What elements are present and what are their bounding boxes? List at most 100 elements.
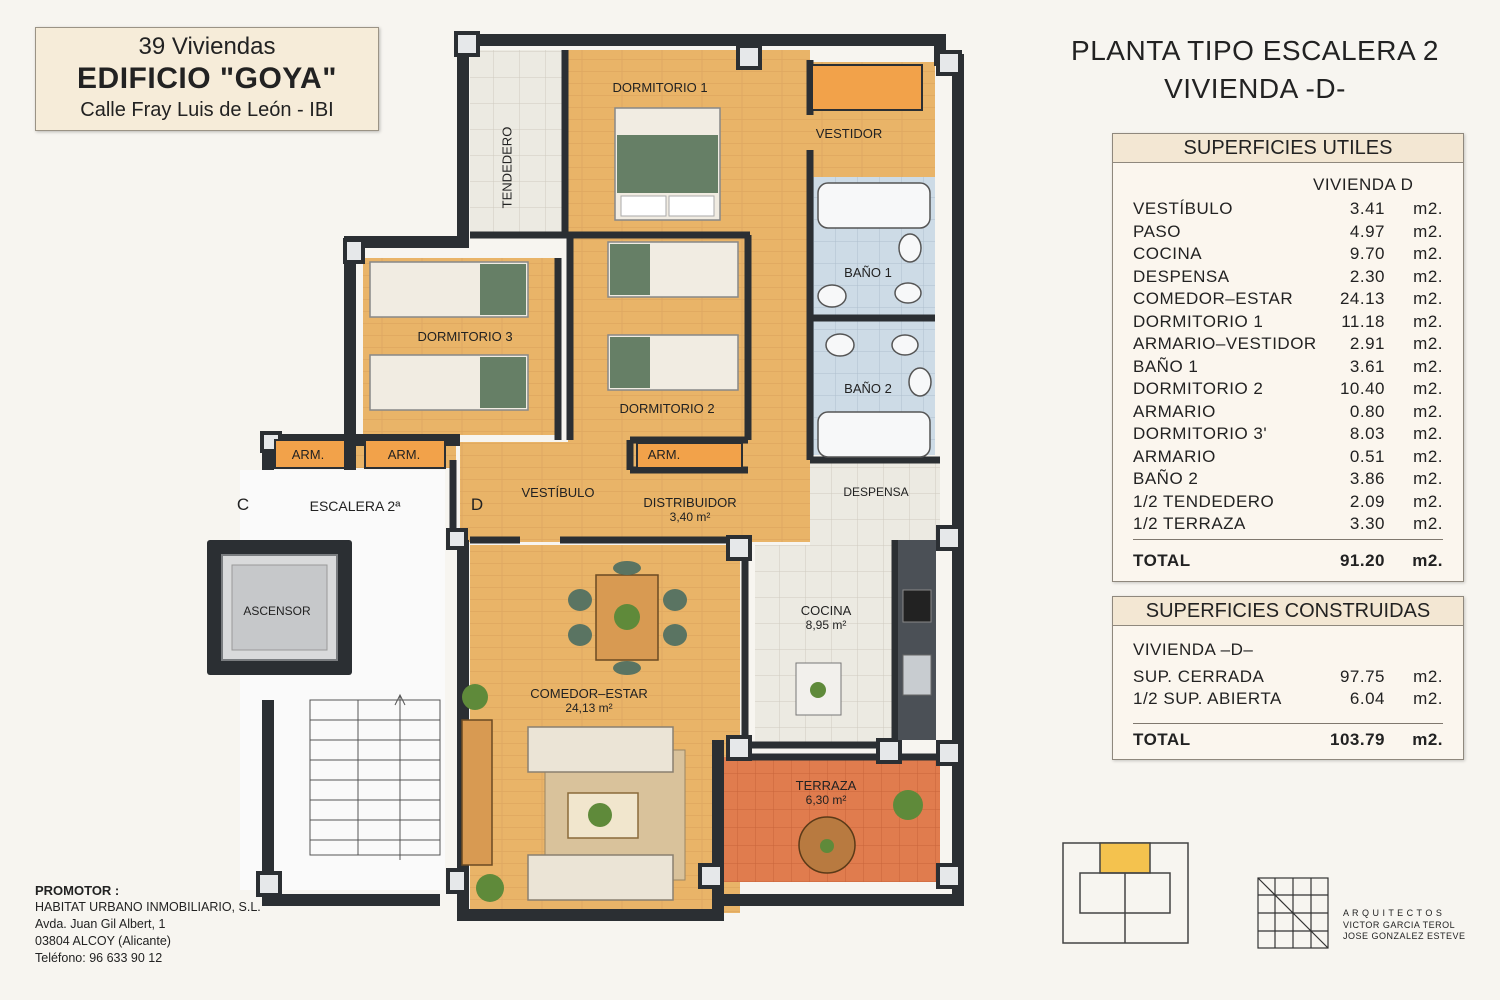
superficie-row-value: 3.86 — [1349, 469, 1385, 488]
superficie-row-name: ARMARIO — [1133, 446, 1216, 466]
interior-walls — [449, 50, 958, 761]
distribuidor-area: 3,40 m² — [669, 510, 711, 524]
distribuidor-name: DISTRIBUIDOR — [643, 495, 737, 510]
superficies-utiles-title: SUPERFICIES UTILES — [1113, 134, 1463, 163]
label-dormitorio3: DORMITORIO 3 — [417, 329, 513, 344]
superficie-row-name: 1/2 TENDEDERO — [1133, 491, 1275, 511]
superficie-row-name: ARMARIO — [1133, 401, 1216, 421]
construidas-total-unit: m2. — [1412, 730, 1443, 749]
construidas-subtitle-text: VIVIENDA –D– — [1133, 640, 1254, 659]
superficie-row-unit: m2. — [1413, 356, 1443, 376]
label-arm1: ARM. — [291, 447, 325, 462]
superficie-row: DORMITORIO 1 11.18 m2. — [1113, 312, 1463, 335]
superficie-row: DESPENSA 2.30 m2. — [1113, 267, 1463, 290]
superficies-utiles-total: TOTAL 91.20 m2. — [1113, 551, 1463, 574]
distribuidor-floor — [460, 442, 810, 542]
superficie-row-value: 2.30 — [1349, 266, 1385, 286]
total-separator — [1133, 539, 1443, 540]
superficie-row-unit: m2. — [1413, 469, 1443, 488]
superficie-row-name: DESPENSA — [1133, 266, 1230, 286]
superficie-row-name: COMEDOR–ESTAR — [1133, 289, 1294, 308]
promotor-street: Avda. Juan Gil Albert, 1 — [35, 917, 166, 931]
superficie-row-value: 8.03 — [1349, 424, 1385, 443]
arquitectos-label: A R Q U I T E C T O S — [1343, 908, 1443, 918]
construidas-total-value: 103.79 — [1330, 730, 1385, 749]
superficie-row-value: 2.09 — [1349, 491, 1385, 511]
plan-heading-line2: VIVIENDA -D- — [1164, 73, 1346, 104]
superficie-row-value: 3.61 — [1349, 356, 1385, 376]
superficie-row-name: COCINA — [1133, 244, 1203, 263]
superficie-row-unit: m2. — [1413, 244, 1443, 263]
superficie-row-name: BAÑO 1 — [1133, 356, 1199, 376]
promotor-label: PROMOTOR : — [35, 883, 120, 898]
superficie-row-value: 11.18 — [1341, 311, 1385, 331]
bath-fixtures — [817, 182, 932, 458]
plan-heading-line1: PLANTA TIPO ESCALERA 2 — [1071, 35, 1439, 66]
construidas-separator — [1133, 723, 1443, 724]
label-arm3: ARM. — [647, 447, 681, 462]
label-vestibulo: VESTÍBULO — [521, 485, 595, 500]
superficie-row: COCINA 9.70 m2. — [1113, 244, 1463, 267]
superficie-row-name: PASO — [1133, 221, 1181, 241]
superficies-construidas-subtitle: VIVIENDA –D– — [1113, 640, 1463, 663]
superficie-row-value: 24.13 — [1339, 289, 1385, 308]
superficie-row-value: 3.30 — [1349, 514, 1385, 533]
label-door-d: D — [470, 495, 484, 514]
total-label: TOTAL — [1133, 551, 1191, 570]
superficie-row: COMEDOR–ESTAR 24.13 m2. — [1113, 289, 1463, 312]
superficie-row-unit: m2. — [1413, 514, 1443, 533]
tv-unit — [461, 719, 493, 866]
arquitecto-2: JOSE GONZALEZ ESTEVE — [1343, 931, 1466, 941]
construida-row-unit: m2. — [1413, 689, 1443, 708]
building-address: Calle Fray Luis de León - IBI — [80, 99, 334, 121]
label-ascensor: ASCENSOR — [243, 604, 311, 618]
plants — [462, 604, 923, 902]
superficie-row-unit: m2. — [1413, 334, 1443, 353]
arquitecto-1: VICTOR GARCIA TEROL — [1343, 919, 1456, 930]
superficie-row-name: DORMITORIO 3' — [1133, 424, 1268, 443]
construida-row-name: 1/2 SUP. ABIERTA — [1133, 689, 1282, 708]
superficie-row-unit: m2. — [1413, 289, 1443, 308]
superficie-row: BAÑO 1 3.61 m2. — [1113, 357, 1463, 380]
promotor-block: PROMOTOR : HABITAT URBANO INMOBILIARIO, … — [35, 882, 261, 967]
superficie-row-unit: m2. — [1413, 199, 1443, 218]
superficie-row-unit: m2. — [1413, 266, 1443, 286]
label-despensa: DESPENSA — [843, 485, 909, 499]
superficie-row-value: 9.70 — [1349, 244, 1385, 263]
superficie-row-unit: m2. — [1413, 311, 1443, 331]
dining-chairs — [568, 561, 687, 675]
total-unit: m2. — [1412, 551, 1443, 570]
label-escalera: ESCALERA 2ª — [309, 498, 401, 514]
superficie-row: PASO 4.97 m2. — [1113, 222, 1463, 245]
superficie-row-name: DORMITORIO 1 — [1133, 311, 1264, 331]
tendedero-floor — [470, 50, 565, 235]
total-value: 91.20 — [1339, 551, 1385, 570]
superficie-row-value: 4.97 — [1349, 221, 1385, 241]
superficie-row-value: 0.51 — [1349, 446, 1385, 466]
promotor-company: HABITAT URBANO INMOBILIARIO, S.L. — [35, 900, 261, 914]
terraza-area: 6,30 m² — [805, 793, 847, 807]
superficie-row-unit: m2. — [1413, 221, 1443, 241]
construida-row-unit: m2. — [1413, 666, 1443, 686]
label-dormitorio1: DORMITORIO 1 — [612, 80, 708, 95]
building-name: EDIFICIO "GOYA" — [77, 62, 337, 95]
label-arm2: ARM. — [387, 447, 421, 462]
columns — [256, 31, 962, 897]
superficies-utiles-column-header: VIVIENDA D — [1113, 175, 1463, 199]
superficies-construidas-title: SUPERFICIES CONSTRUIDAS — [1113, 597, 1463, 626]
comedor-area: 24,13 m² — [565, 701, 613, 715]
project-count: 39 Viviendas — [138, 33, 276, 60]
construidas-total-label: TOTAL — [1133, 730, 1191, 749]
arquitectos-block: A R Q U I T E C T O S VICTOR GARCIA TERO… — [1343, 908, 1466, 943]
